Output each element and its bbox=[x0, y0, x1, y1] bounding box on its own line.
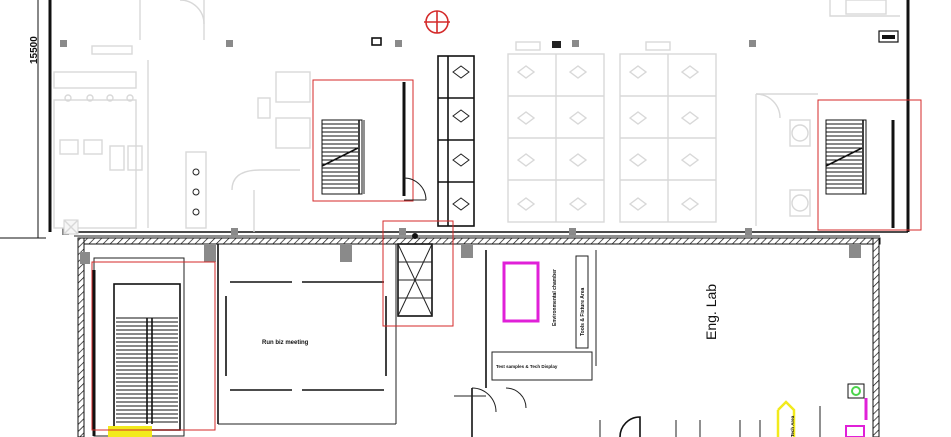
right-office-furniture bbox=[755, 0, 900, 226]
workstation-cluster-dark bbox=[437, 55, 475, 227]
corridor-door bbox=[403, 177, 427, 201]
stairs-upper-left-icon bbox=[321, 82, 406, 196]
eng-lab-label: Eng. Lab bbox=[703, 284, 719, 340]
stairs-upper-right-icon bbox=[825, 119, 895, 228]
elevator-highlight bbox=[382, 220, 454, 327]
meeting-room: Run biz meeting bbox=[217, 244, 397, 425]
stairs-lower-left-highlight bbox=[91, 261, 216, 431]
reception-furniture bbox=[185, 71, 311, 232]
test-samples-label: Test samples & Tech Display bbox=[496, 364, 558, 369]
elevator-icon bbox=[397, 233, 433, 317]
tools-fixtures-label: Tools & Fixture Area bbox=[580, 287, 586, 336]
meeting-room-label: Run biz meeting bbox=[262, 340, 309, 346]
dimension-label: 15500 bbox=[29, 36, 40, 64]
tech-area-label: Tech Area bbox=[790, 415, 795, 437]
workstation-cluster-light-1 bbox=[507, 41, 605, 223]
upper-office-walls bbox=[48, 0, 910, 237]
lower-building-walls bbox=[77, 237, 881, 437]
wall-device-symbols bbox=[371, 30, 899, 48]
environmental-chamber-label: Environmental chamber bbox=[552, 269, 558, 326]
north-marker-icon bbox=[424, 10, 450, 34]
stairs-upper-right-highlight bbox=[817, 99, 922, 231]
environmental-chamber bbox=[502, 261, 540, 323]
stairs-upper-left-highlight bbox=[312, 79, 414, 202]
washroom-fixtures bbox=[53, 0, 205, 235]
workstation-cluster-light-2 bbox=[619, 41, 717, 223]
stair-highlight-swatch bbox=[108, 426, 152, 437]
dimension-line: 15500 bbox=[0, 0, 46, 239]
lab-bottom-details: Tech Area bbox=[599, 383, 868, 437]
stairs-lower-left-icon bbox=[92, 257, 185, 437]
marker-icon bbox=[851, 386, 861, 396]
eng-lab: Environmental chamber Tools & Fixture Ar… bbox=[454, 250, 719, 437]
